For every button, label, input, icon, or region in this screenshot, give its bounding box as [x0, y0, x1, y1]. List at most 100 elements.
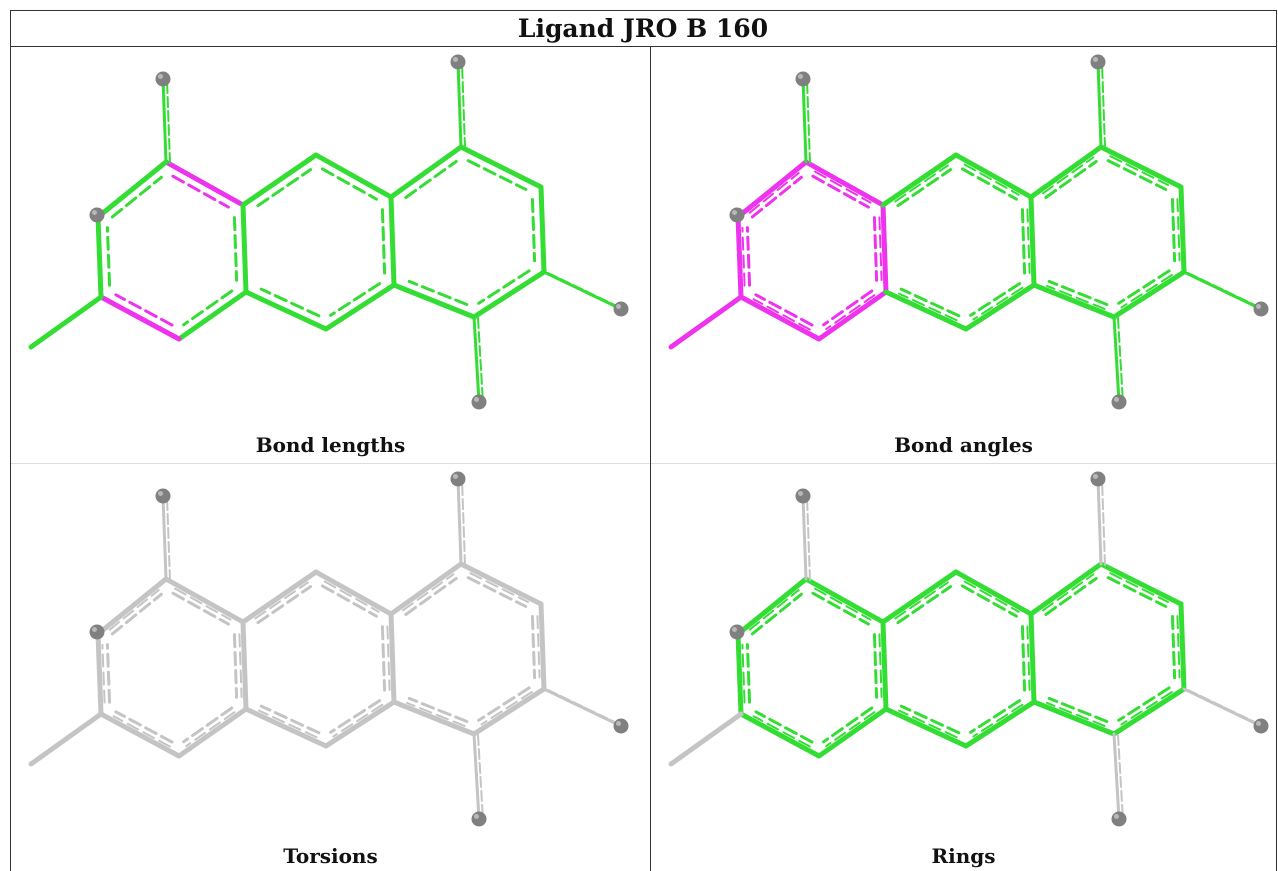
bond-c1-c2: [458, 144, 544, 190]
aromatic-dash-inner-c1-c2: [469, 572, 530, 603]
aromatic-dash-inner-a3-a4: [185, 711, 236, 748]
atom-highlight-hBot: [474, 397, 479, 402]
bond-a5-a6: [735, 631, 744, 717]
atom-sphere-hLeft: [729, 624, 745, 640]
aromatic-dash-c4-b3: [407, 696, 469, 723]
atom-highlight-hRight: [616, 304, 621, 309]
aromatic-dash-inner-a2-a3: [238, 633, 243, 699]
atom-sphere-hBot: [1111, 811, 1127, 827]
aromatic-dash-a2-a3: [872, 216, 879, 282]
table-left-border: [10, 10, 11, 871]
bond-b2-b3: [388, 611, 397, 705]
atom-highlight-hTop1: [158, 74, 163, 79]
bond-a3-a4: [176, 289, 249, 342]
substituent-dash-hTop2: [461, 479, 466, 566]
aromatic-dash-a5-a6: [745, 226, 752, 287]
substituent-dash-hTop2: [461, 62, 466, 149]
aromatic-dash-inner-a5-a6: [741, 643, 746, 704]
aromatic-dash-c2-c3: [530, 197, 537, 263]
aromatic-dash-b4-a3: [899, 287, 961, 318]
aromatic-dash-inner-a6-a1: [748, 172, 800, 214]
substituent-dash-hRight: [1187, 272, 1266, 311]
atom-sphere-hTop2: [1090, 471, 1106, 487]
aromatic-dash-inner-b2-c1: [1042, 156, 1095, 195]
aromatic-dash-inner-a3-a4: [825, 294, 876, 331]
aromatic-dash-a1-a2: [811, 174, 870, 209]
bond-a2-b1: [240, 152, 319, 208]
bond-c3-c4: [1111, 686, 1187, 737]
aromatic-dash-a4-a5: [114, 710, 174, 744]
atom-highlight-hTop2: [1093, 57, 1098, 62]
bond-b1-b2: [953, 569, 1034, 617]
substituent-dash-hRight: [547, 272, 626, 311]
aromatic-dash-c2-c3: [1170, 197, 1177, 263]
atom-sphere-hRight: [613, 301, 629, 317]
bond-a1-a2: [803, 576, 886, 625]
molecule-bond-angles: [668, 54, 1269, 410]
atom-highlight-hTop2: [453, 57, 458, 62]
aromatic-dash-a2-b1: [256, 168, 313, 208]
aromatic-dash-inner-b4-a3: [897, 709, 958, 739]
aromatic-dash-inner-c1-c2: [1109, 572, 1170, 603]
substituent-bond-hTop1: [161, 494, 168, 581]
aromatic-dash-inner-b2-c1: [1042, 573, 1095, 612]
substituent-bond-hTop2: [1096, 60, 1103, 149]
aromatic-dash-inner-a2-a3: [878, 216, 883, 282]
aromatic-dash-a6-a1: [750, 592, 803, 636]
bond-a6-a1: [735, 576, 809, 637]
atom-highlight-hTop1: [158, 491, 163, 496]
atom-sphere-hTop1: [155, 71, 171, 87]
aromatic-dash-a6-a1: [110, 175, 163, 219]
bond-b2-c1: [388, 144, 464, 200]
aromatic-dash-b4-a3: [899, 704, 961, 735]
atom-highlight-hTop2: [1093, 474, 1098, 479]
aromatic-dash-c3-c4: [477, 686, 531, 722]
aromatic-dash-inner-a1-a2: [174, 587, 232, 621]
bond-b3-b4: [323, 282, 397, 332]
atom-highlight-hTop1: [798, 491, 803, 496]
caption-torsions: Torsions: [283, 844, 378, 868]
atom-sphere-hBot: [1111, 394, 1127, 410]
atom-highlight-hLeft: [732, 627, 737, 632]
aromatic-dash-a2-b1: [896, 585, 953, 625]
bond-a6-a1: [95, 159, 169, 220]
atom-sphere-hRight: [613, 718, 629, 734]
aromatic-dash-a4-a5: [114, 293, 174, 327]
substituent-dash-hRight: [547, 689, 626, 728]
caption-rings: Rings: [931, 844, 996, 868]
aromatic-dash-c3-c4: [477, 269, 531, 305]
aromatic-dash-a2-a3: [232, 216, 239, 282]
bond-a6-a1: [95, 576, 169, 637]
substituent-bond-hBot: [1112, 315, 1121, 404]
atom-sphere-hTop2: [450, 471, 466, 487]
bond-b3-b4: [323, 699, 397, 749]
bond-a2-a3: [240, 619, 249, 712]
bond-a2-b1: [240, 569, 319, 625]
bond-c4-b3: [391, 282, 477, 320]
bond-a4-a5: [738, 711, 822, 759]
aromatic-dash-inner-a2-b1: [894, 164, 949, 203]
bond-a1-a2: [163, 576, 246, 625]
aromatic-dash-a6-a1: [110, 592, 163, 636]
aromatic-dash-inner-b4-a3: [257, 709, 318, 739]
aromatic-dash-a5-a6: [105, 226, 112, 287]
aromatic-dash-b2-c1: [404, 576, 458, 616]
aromatic-dash-inner-b2-b3: [1026, 625, 1031, 691]
substituent-bond-hTop2: [1096, 477, 1103, 566]
bond-a1-a2: [163, 159, 246, 208]
molecule-torsions: [28, 471, 629, 827]
atom-highlight-hBot: [474, 814, 479, 819]
bond-a4-a5: [98, 711, 182, 759]
row-divider: [10, 463, 1276, 464]
bond-c4-b3: [391, 699, 477, 737]
bond-c2-c3: [1178, 601, 1187, 692]
aromatic-dash-inner-c3-c4: [1120, 691, 1173, 726]
aromatic-dash-c3-c4: [1117, 269, 1171, 305]
atom-sphere-hRight: [1253, 718, 1269, 734]
aromatic-dash-b4-a3: [259, 704, 321, 735]
bond-c3-c4: [1111, 269, 1187, 320]
atom-highlight-hRight: [1256, 304, 1261, 309]
bond-c4-b3: [1031, 699, 1117, 737]
bond-a6-a1: [735, 159, 809, 220]
bond-b2-c1: [1028, 561, 1104, 617]
